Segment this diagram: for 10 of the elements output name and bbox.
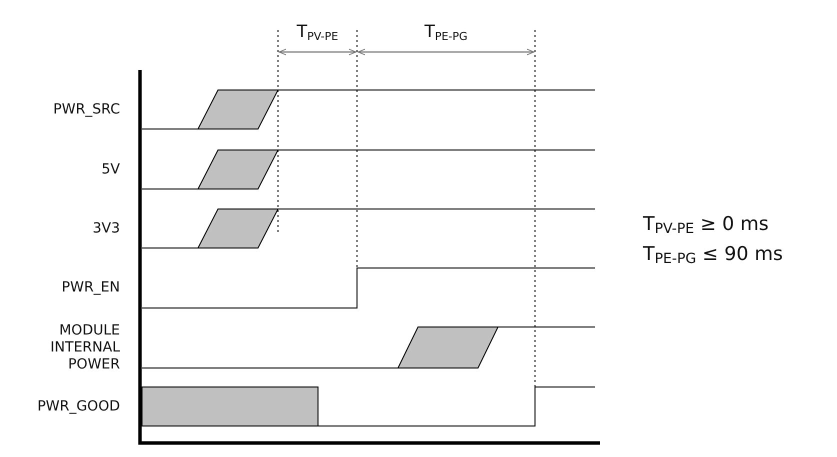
timing-constraint: T$_{PE-PG}$ ≤ 90 ms [643, 243, 783, 267]
signal-name: PWR_SRC [52, 101, 120, 118]
signal-name: 5V [100, 161, 120, 178]
signal-name: PWR_EN [60, 280, 120, 296]
timing-constraint: T$_{PV-PE}$ ≥ 0 ms [643, 213, 769, 237]
timing-label: T$_{PV-PE}$ [296, 22, 338, 43]
signal-name: PWR_GOOD [36, 398, 120, 415]
signal-name: MODULE INTERNAL POWER [49, 322, 120, 373]
signal-name: 3V3 [92, 220, 120, 237]
timing-label: T$_{PE-PG}$ [424, 22, 468, 43]
